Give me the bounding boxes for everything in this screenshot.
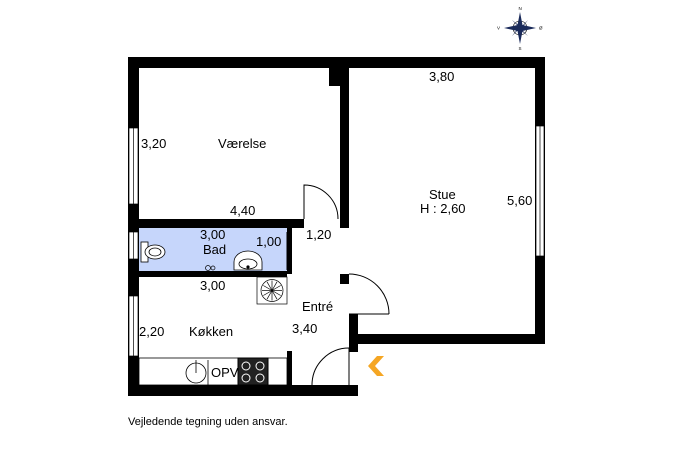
washbasin-icon [205,265,216,271]
hall-dim-side: 3,40 [292,321,317,336]
windows [128,125,545,357]
compass-w: V [497,26,500,31]
compass-icon: N S Ø V [497,6,543,51]
kokken-label: Køkken [189,324,233,339]
caption: Vejledende tegning uden ansvar. [128,416,288,428]
toilet-icon [140,241,166,263]
hall-label: Entré [302,299,333,314]
stue-dim-top: 3,80 [429,69,454,84]
doors [286,184,390,386]
walls [128,57,545,396]
kokken-dim-side: 2,20 [139,324,164,339]
fan-icon [256,276,288,305]
vaerelse-label: Værelse [218,136,266,151]
compass-s: S [519,46,522,51]
compass-n: N [519,6,522,11]
entrance-arrow-icon [368,356,384,376]
kokken-dim-top: 3,00 [200,278,225,293]
bad-dim-width: 3,00 [200,227,225,242]
stove-icon [237,357,269,386]
opv-label: OPV [211,365,239,380]
stue-height: H : 2,60 [420,201,466,216]
hall-dim-top: 1,20 [306,227,331,242]
bad-dim-side: 1,00 [256,234,281,249]
bad-label: Bad [203,242,226,257]
compass-e: Ø [539,26,543,31]
stue-label: Stue [429,187,456,202]
sink-icon [233,250,263,271]
vaerelse-dim-side: 3,20 [141,136,166,151]
stue-dim-side: 5,60 [507,193,532,208]
vaerelse-dim-bottom: 4,40 [230,203,255,218]
